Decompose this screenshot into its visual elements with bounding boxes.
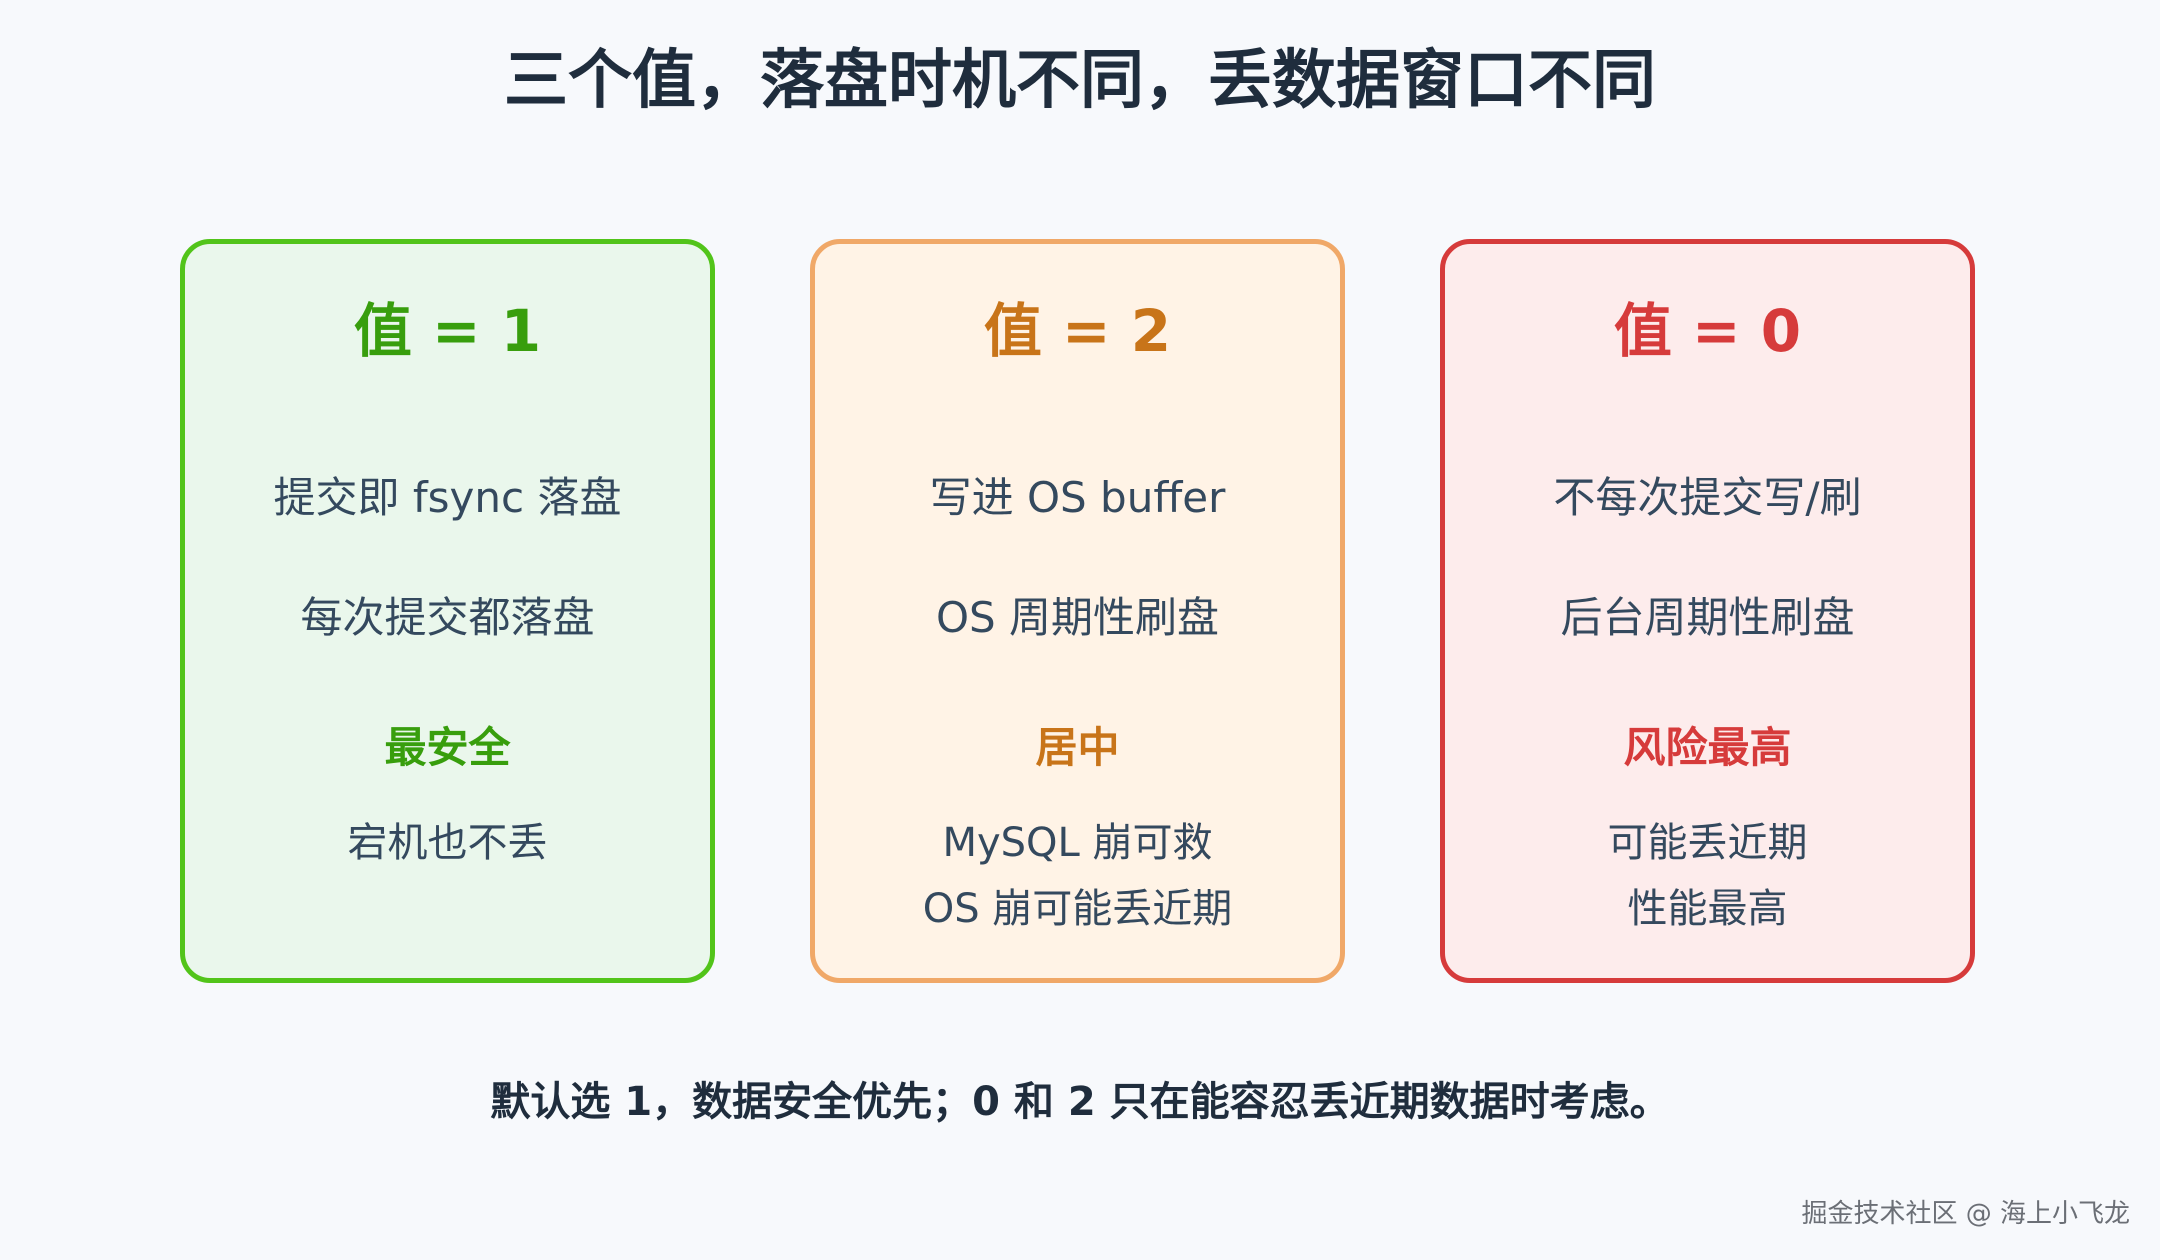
card-line-2: 后台周期性刷盘 — [1560, 593, 1855, 642]
card-line-2: OS 周期性刷盘 — [935, 593, 1220, 642]
footer-summary: 默认选 1，数据安全优先；0 和 2 只在能容忍丢近期数据时考虑。 — [490, 1079, 1670, 1125]
card-notes: 可能丢近期 性能最高 — [1445, 810, 1970, 942]
card-notes: MySQL 崩可救 OS 崩可能丢近期 — [815, 810, 1340, 942]
card-note: 可能丢近期 — [1607, 820, 1808, 866]
card-note: 性能最高 — [1627, 886, 1788, 932]
card-note: 宕机也不丢 — [347, 820, 548, 866]
card-heading: 值 = 0 — [1613, 297, 1802, 365]
card-line-1: 写进 OS buffer — [929, 473, 1226, 522]
card-note: OS 崩可能丢近期 — [922, 886, 1233, 932]
card-line-1: 不每次提交写/刷 — [1553, 473, 1862, 522]
card-value-1: 值 = 1 提交即 fsync 落盘 每次提交都落盘 最安全 宕机也不丢 — [180, 239, 715, 983]
card-notes: 宕机也不丢 — [185, 810, 710, 876]
card-value-0: 值 = 0 不每次提交写/刷 后台周期性刷盘 风险最高 可能丢近期 性能最高 — [1440, 239, 1975, 983]
card-note: MySQL 崩可救 — [942, 820, 1213, 866]
watermark: 掘金技术社区 @ 海上小飞龙 — [1801, 1199, 2130, 1229]
card-emphasis: 居中 — [1035, 723, 1120, 772]
card-value-2: 值 = 2 写进 OS buffer OS 周期性刷盘 居中 MySQL 崩可救… — [810, 239, 1345, 983]
card-line-1: 提交即 fsync 落盘 — [273, 473, 622, 522]
card-heading: 值 = 1 — [353, 297, 542, 365]
card-heading: 值 = 2 — [983, 297, 1172, 365]
diagram-title: 三个值，落盘时机不同，丢数据窗口不同 — [504, 44, 1656, 118]
card-emphasis: 最安全 — [384, 723, 511, 772]
card-line-2: 每次提交都落盘 — [300, 593, 595, 642]
card-emphasis: 风险最高 — [1623, 723, 1792, 772]
